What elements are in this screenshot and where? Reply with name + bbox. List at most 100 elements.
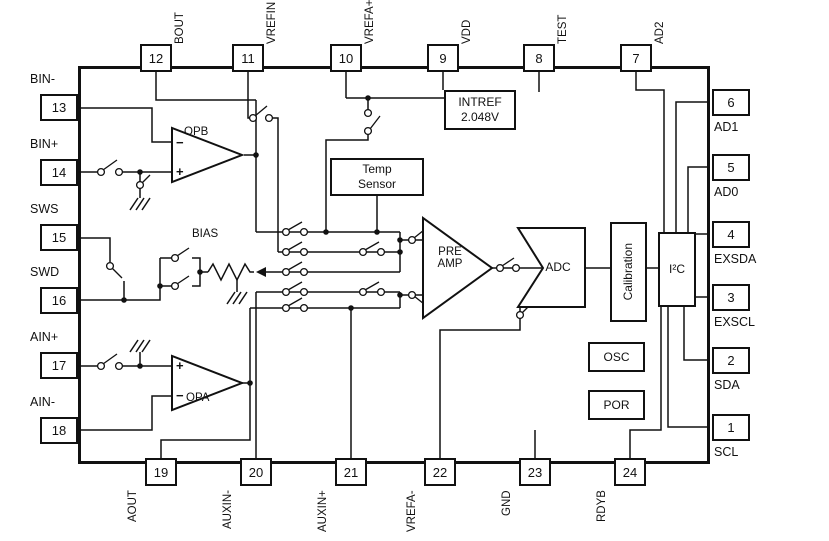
opa-plus-sign: +	[176, 358, 184, 373]
pin-number: 18	[51, 423, 67, 438]
pin-label-ad0: AD0	[714, 185, 739, 199]
temp-line1: Temp	[362, 162, 392, 176]
adc-label: ADC	[545, 260, 571, 274]
preamp-label: PRE AMP	[427, 246, 473, 270]
pin-label-rdyb: RDYB	[596, 490, 608, 522]
pin-label-aout: AOUT	[127, 490, 139, 522]
intref-line1: INTREF	[458, 95, 502, 109]
pin-number: 9	[439, 50, 447, 66]
pin-box-19: 19	[145, 458, 177, 486]
pin-box-16: 16	[40, 287, 78, 314]
intref-block: INTREF 2.048V	[444, 90, 516, 130]
pin-number: 24	[622, 464, 638, 480]
pin-label-exscl: EXSCL	[714, 315, 755, 329]
pin-box-20: 20	[240, 458, 272, 486]
intref-line2: 2.048V	[460, 110, 500, 124]
opb-minus-sign: −	[176, 135, 184, 150]
pin-number: 12	[148, 50, 164, 66]
pin-box-14: 14	[40, 159, 78, 186]
pin-box-3: 3	[712, 284, 750, 311]
opb-plus-sign: +	[176, 164, 184, 179]
pin-box-4: 4	[712, 221, 750, 248]
pin-label-ad1: AD1	[714, 120, 739, 134]
ground-icons	[129, 197, 248, 353]
pin-number: 20	[248, 464, 264, 480]
ground-icon	[226, 291, 248, 305]
temp-sensor-block: Temp Sensor	[330, 158, 424, 196]
preamp-line2: AMP	[437, 258, 463, 270]
opb-triangle	[171, 126, 245, 184]
pin-number: 5	[727, 160, 735, 175]
pin-number: 14	[51, 165, 67, 180]
junction-dots	[121, 95, 403, 386]
pin-number: 22	[432, 464, 448, 480]
osc-block: OSC	[588, 342, 645, 372]
pin-box-21: 21	[335, 458, 367, 486]
switch-icons	[96, 105, 531, 371]
preamp-triangle	[422, 216, 494, 320]
pin-number: 17	[51, 358, 67, 373]
pin-label-vrefa-plus: VREFA+	[364, 0, 376, 44]
pin-box-18: 18	[40, 417, 78, 444]
pin-number: 7	[632, 50, 640, 66]
adc-shape	[516, 227, 586, 308]
pin-box-9: 9	[427, 44, 459, 72]
opa-label: OPA	[186, 392, 210, 404]
calibration-label: Calibration	[621, 243, 635, 301]
pin-number: 19	[153, 464, 169, 480]
opb-label: OPB	[184, 126, 209, 138]
pin-box-12: 12	[140, 44, 172, 72]
pin-label-scl: SCL	[714, 445, 739, 459]
osc-label: OSC	[603, 349, 630, 364]
temp-line2: Sensor	[357, 177, 397, 191]
pin-number: 1	[727, 420, 735, 435]
pin-label-sda: SDA	[714, 378, 740, 392]
pin-label-vrefin: VREFIN	[266, 1, 278, 44]
pin-number: 4	[727, 227, 735, 242]
pin-number: 6	[727, 95, 735, 110]
pin-label-vrefa-minus: VREFA-	[406, 490, 418, 532]
pin-box-1: 1	[712, 414, 750, 441]
chip-outline	[78, 66, 710, 464]
pin-box-10: 10	[330, 44, 362, 72]
ground-icon	[129, 197, 151, 211]
calibration-block: Calibration	[610, 222, 647, 322]
pin-label-swd: SWD	[30, 265, 60, 279]
pin-label-bin-minus: BIN-	[30, 72, 55, 86]
pin-box-15: 15	[40, 224, 78, 251]
opa-minus-sign: −	[176, 388, 184, 403]
pin-label-test: TEST	[557, 14, 569, 44]
pin-number: 21	[343, 464, 359, 480]
pin-label-exsda: EXSDA	[714, 252, 757, 266]
pin-number: 3	[727, 290, 735, 305]
bias-arrow-icon	[256, 267, 282, 277]
pin-number: 2	[727, 353, 735, 368]
i2c-block: I²C	[658, 232, 696, 307]
pin-label-auxin-minus: AUXIN-	[222, 490, 234, 529]
opa-triangle	[171, 354, 245, 412]
pin-number: 10	[338, 50, 354, 66]
pin-number: 16	[51, 293, 67, 308]
pin-number: 11	[241, 50, 255, 66]
preamp-line1: PRE	[438, 246, 462, 258]
pin-label-bout: BOUT	[174, 12, 186, 44]
pin-label-ain-minus: AIN-	[30, 395, 55, 409]
pin-box-7: 7	[620, 44, 652, 72]
por-block: POR	[588, 390, 645, 420]
pin-label-vdd: VDD	[461, 19, 473, 44]
pin-number: 8	[535, 50, 543, 66]
pin-number: 23	[527, 464, 543, 480]
pin-box-23: 23	[519, 458, 551, 486]
pin-number: 13	[51, 100, 67, 115]
bias-label: BIAS	[192, 228, 219, 240]
pin-box-17: 17	[40, 352, 78, 379]
pin-label-auxin-plus: AUXIN+	[317, 490, 329, 532]
pin-box-8: 8	[523, 44, 555, 72]
pin-label-gnd: GND	[501, 490, 513, 516]
pin-box-2: 2	[712, 347, 750, 374]
pin-box-24: 24	[614, 458, 646, 486]
pin-box-6: 6	[712, 89, 750, 116]
pin-label-ain-plus: AIN+	[30, 330, 59, 344]
